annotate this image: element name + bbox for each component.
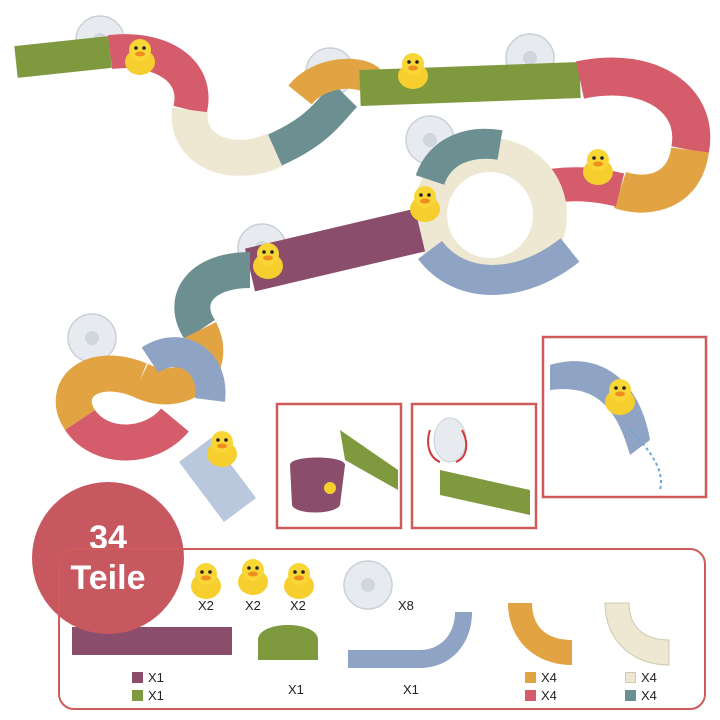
parts-panel: [58, 548, 706, 710]
duck-icon: [583, 149, 613, 185]
elbow-qty: X1: [403, 682, 419, 697]
suction-cup-icon: [67, 313, 117, 363]
suction-qty: X8: [398, 598, 414, 613]
curve-orange-qty-b: X4: [541, 688, 557, 703]
straight-qty-b: X1: [148, 688, 164, 703]
swatch-purple: [132, 672, 143, 683]
duck-qty: X2: [245, 598, 261, 613]
curve-orange-qty-a: X4: [541, 670, 557, 685]
swatch-teal: [625, 690, 636, 701]
parts-count-badge: 34 Teile: [32, 482, 184, 634]
track-top-left: [14, 34, 381, 176]
track-middle: [244, 128, 580, 295]
inset-suction-rotate: [410, 402, 538, 530]
swatch-cream: [625, 672, 636, 683]
duck-qty: X2: [290, 598, 306, 613]
curve-cream-qty-a: X4: [641, 670, 657, 685]
badge-count: 34: [89, 519, 127, 557]
duck-icon: [207, 431, 237, 467]
curve-cream-qty-b: X4: [641, 688, 657, 703]
inset-water-slide: [541, 335, 708, 499]
duck-qty: X2: [198, 598, 214, 613]
duck-icon: [398, 53, 428, 89]
inset-cup-attach: [275, 402, 403, 530]
ushape-qty: X1: [288, 682, 304, 697]
swatch-pink: [525, 690, 536, 701]
straight-qty-a: X1: [148, 670, 164, 685]
badge-label: Teile: [70, 559, 146, 597]
track-left-descent: [55, 252, 256, 522]
swatch-green: [132, 690, 143, 701]
swatch-orange: [525, 672, 536, 683]
